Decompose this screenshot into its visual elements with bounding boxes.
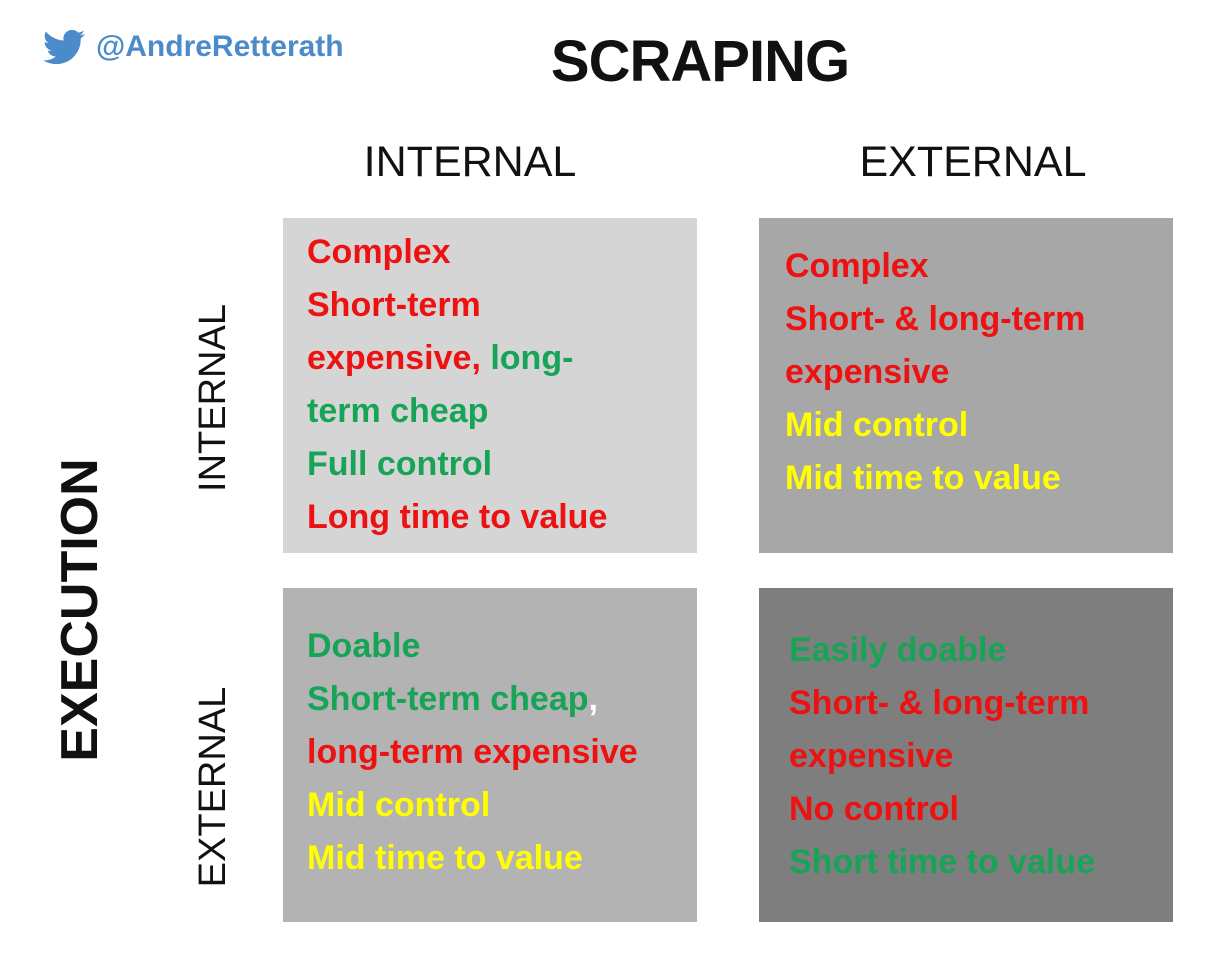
quadrant-line: Easily doable — [789, 624, 1173, 677]
text-segment: Mid control — [785, 406, 969, 444]
text-segment: Short-term — [307, 286, 481, 324]
quadrant-scraping-external-execution-internal: Complex Short- & long-term expensive Mid… — [759, 218, 1173, 553]
quadrant-line: Short-term cheap, — [307, 673, 697, 726]
text-segment: Full control — [307, 445, 493, 483]
quadrant-scraping-external-execution-external: Easily doable Short- & long-term expensi… — [759, 588, 1173, 922]
quadrant-line: Mid control — [785, 399, 1173, 452]
quadrant-line: Mid time to value — [785, 452, 1173, 505]
row-header-external: EXTERNAL — [192, 686, 234, 888]
quadrant-line: Mid control — [307, 779, 697, 832]
quadrant-line: Short- & long-term — [785, 293, 1173, 346]
quadrant-line: expensive — [789, 730, 1173, 783]
text-segment: term cheap — [307, 392, 489, 430]
text-segment: long-term expensive — [307, 733, 638, 771]
text-segment: expensive, — [307, 339, 481, 377]
twitter-bird-icon — [43, 29, 85, 65]
quadrant-line: term cheap — [307, 385, 697, 438]
text-segment: Mid time to value — [785, 459, 1061, 497]
quadrant-line: long-term expensive — [307, 726, 697, 779]
twitter-handle[interactable]: @AndreRetterath — [96, 30, 344, 63]
quadrant-line: Mid time to value — [307, 832, 697, 885]
text-segment: expensive — [789, 737, 954, 775]
quadrant-line: Short time to value — [789, 836, 1173, 889]
quadrant-line: Short-term — [307, 279, 697, 332]
text-segment: Short- & long-term — [789, 684, 1090, 722]
text-segment: Long time to value — [307, 498, 608, 536]
quadrant-scraping-internal-execution-internal: Complex Short-term expensive, long- term… — [283, 218, 697, 553]
text-segment: Complex — [785, 247, 929, 285]
quadrant-line: Complex — [785, 240, 1173, 293]
text-segment: long- — [480, 339, 574, 377]
text-segment: , — [588, 680, 598, 718]
quadrant-line: Doable — [307, 620, 697, 673]
text-segment: Short-term cheap — [307, 680, 589, 718]
text-segment: Doable — [307, 627, 421, 665]
quadrant-line: Long time to value — [307, 491, 697, 544]
quadrant-scraping-internal-execution-external: Doable Short-term cheap, long-term expen… — [283, 588, 697, 922]
quadrant-line: expensive — [785, 346, 1173, 399]
attribution[interactable]: @AndreRetterath — [40, 26, 344, 68]
text-segment: Short- & long-term — [785, 300, 1086, 338]
quadrant-line: expensive, long- — [307, 332, 697, 385]
text-segment: Complex — [307, 233, 451, 271]
quadrant-line: No control — [789, 783, 1173, 836]
text-segment: Mid time to value — [307, 839, 583, 877]
column-header-internal: INTERNAL — [363, 138, 577, 186]
quadrant-line: Short- & long-term — [789, 677, 1173, 730]
text-segment: Easily doable — [789, 631, 1007, 669]
column-header-external: EXTERNAL — [859, 138, 1087, 186]
text-segment: Short time to value — [789, 843, 1096, 881]
row-header-internal: INTERNAL — [192, 304, 234, 492]
quadrant-line: Full control — [307, 438, 697, 491]
text-segment: expensive — [785, 353, 950, 391]
row-axis-title: EXECUTION — [51, 458, 109, 762]
column-axis-title: SCRAPING — [550, 29, 850, 94]
quadrant-line: Complex — [307, 226, 697, 279]
text-segment: Mid control — [307, 786, 491, 824]
text-segment: No control — [789, 790, 959, 828]
